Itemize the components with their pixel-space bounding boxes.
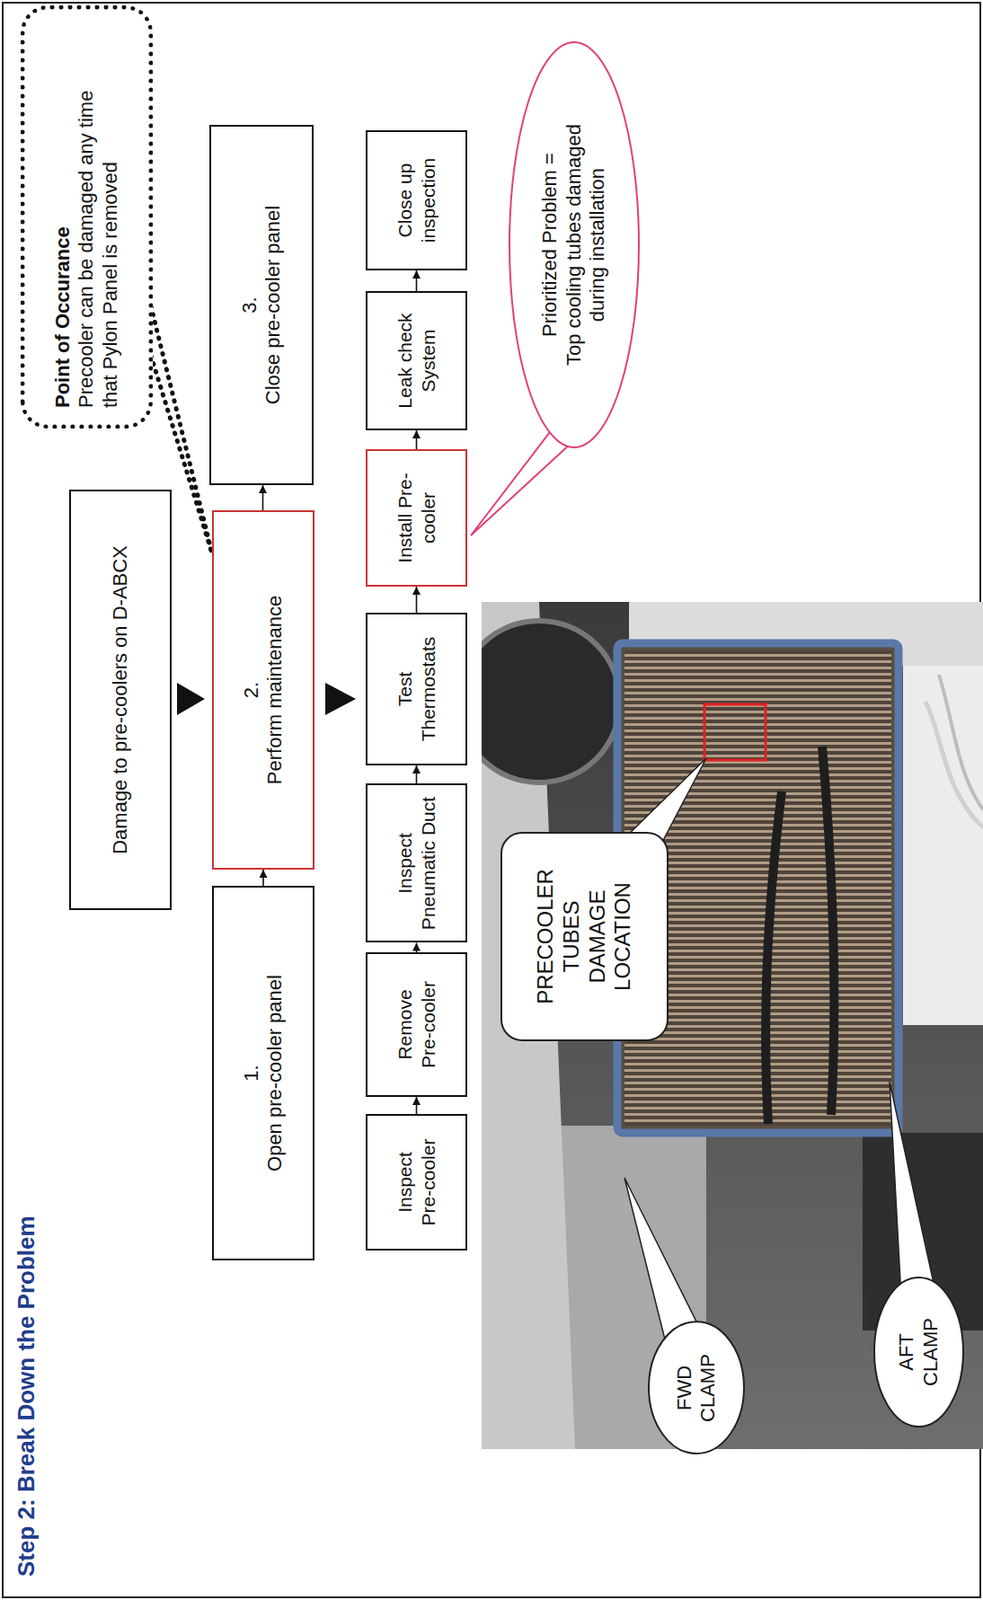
problem-box: Damage to pre-coolers on D-ABCX xyxy=(69,489,172,911)
engine-duct xyxy=(481,620,620,783)
process-box: Leak check System xyxy=(365,291,468,431)
node-label: Prioritized Problem = xyxy=(538,152,562,337)
node-label: Close up inspection xyxy=(393,155,439,246)
flow-arrow xyxy=(416,765,418,785)
callout-note: Point of OccurancePrecooler can be damag… xyxy=(20,5,153,429)
process-box: Install Pre-cooler xyxy=(365,449,468,587)
node-label: Inspect Pre-cooler xyxy=(393,1133,439,1232)
process-box: Close up inspection xyxy=(365,130,468,271)
node-label: Remove Pre-cooler xyxy=(393,975,439,1075)
node-label: AFT CLAMP xyxy=(894,1311,943,1393)
node-label: Inspect Pneumatic Duct xyxy=(393,794,439,934)
node-label: Leak check System xyxy=(393,307,439,416)
flow-arrow xyxy=(416,1097,418,1115)
flow-triangle xyxy=(177,682,205,716)
process-box: Inspect Pre-cooler xyxy=(365,1114,468,1251)
note-heading: Point of Occurance xyxy=(51,226,75,408)
node-label: Open pre-cooler panel xyxy=(263,974,287,1172)
flow-triangle xyxy=(325,682,356,716)
flow-arrow xyxy=(262,869,265,886)
node-label: 3. xyxy=(238,296,262,313)
flow-arrow xyxy=(416,430,418,450)
page-title: Step 2: Break Down the Problem xyxy=(12,1215,41,1577)
ellipse-shape xyxy=(648,1322,744,1455)
tube-band xyxy=(765,791,782,1125)
node-label: Perform maintenance xyxy=(263,595,287,785)
engine-photo xyxy=(481,602,983,1450)
node-label: FWD CLAMP xyxy=(673,1347,721,1429)
process-box: Inspect Pneumatic Duct xyxy=(365,784,468,944)
node-label: Damage to pre-coolers on D-ABCX xyxy=(108,545,133,855)
node-label: Top cooling tubes damaged during install… xyxy=(562,115,611,376)
node-label: Close pre-cooler panel xyxy=(261,205,285,405)
pipe xyxy=(925,701,983,828)
white-cowling xyxy=(903,665,983,1026)
node-label: Precooler can be damaged any time that P… xyxy=(74,66,123,408)
process-box: Test Thermostats xyxy=(365,612,468,766)
tube-band xyxy=(822,746,834,1116)
node-label: 2. xyxy=(239,681,264,699)
photo-callout: PRECOOLER TUBES DAMAGE LOCATION xyxy=(500,832,669,1042)
flow-arrow xyxy=(416,943,418,954)
step-box: 2.Perform maintenance xyxy=(212,510,315,870)
step-box: 1.Open pre-cooler panel xyxy=(212,885,315,1261)
problem-ellipse: Prioritized Problem =Top cooling tubes d… xyxy=(507,40,641,450)
ellipse-shape xyxy=(874,1277,964,1427)
process-box: Remove Pre-cooler xyxy=(365,952,468,1098)
node-label: PRECOOLER TUBES DAMAGE LOCATION xyxy=(532,862,637,1011)
flow-arrow xyxy=(262,485,265,511)
photo-callout: FWD CLAMP xyxy=(646,1320,746,1457)
pipe xyxy=(938,674,983,810)
step-box: 3.Close pre-cooler panel xyxy=(209,124,314,486)
node-label: Install Pre-cooler xyxy=(393,469,439,568)
photo-callout: AFT CLAMP xyxy=(872,1275,966,1429)
flow-arrow xyxy=(416,270,418,292)
ellipse-shape xyxy=(509,42,639,448)
node-label: Test Thermostats xyxy=(393,626,439,753)
node-label: 1. xyxy=(239,1064,264,1081)
damage-marker xyxy=(704,704,766,761)
flow-arrow xyxy=(416,586,418,613)
